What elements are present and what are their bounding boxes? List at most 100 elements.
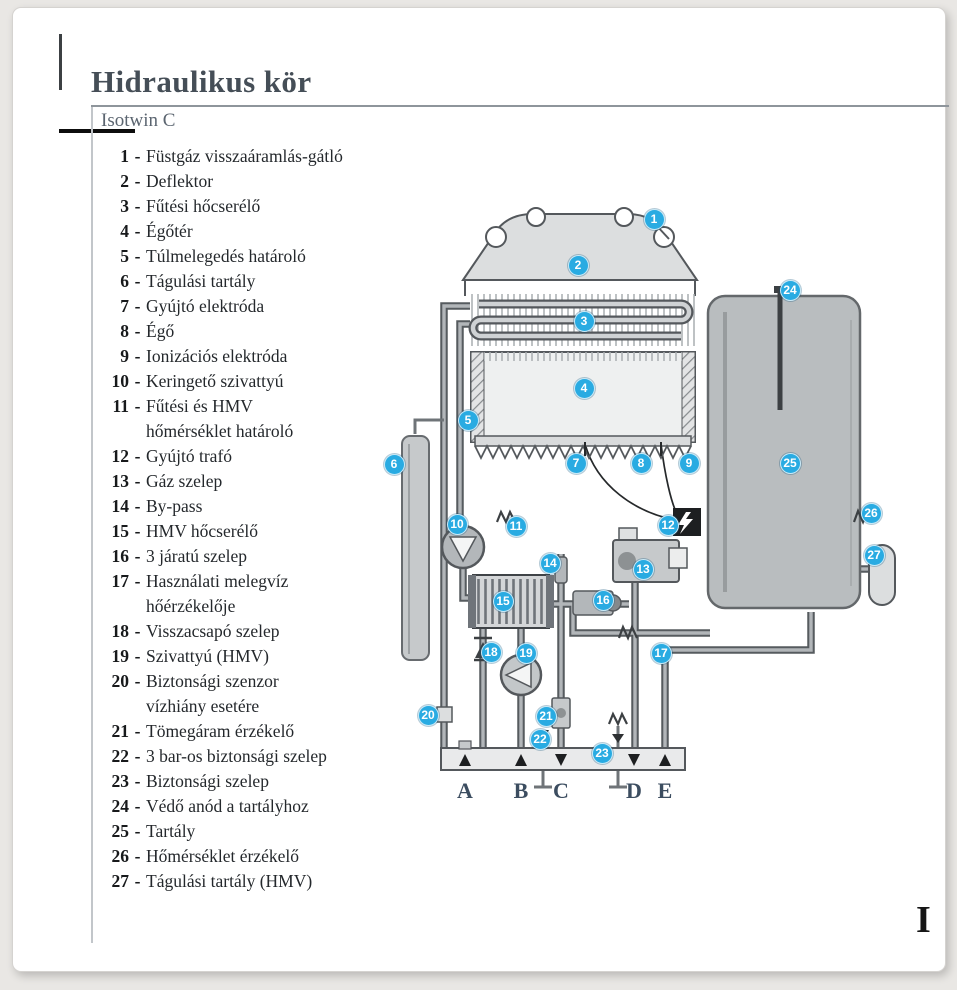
legend-dash: - xyxy=(134,471,141,491)
legend-item-number: 17 xyxy=(111,571,130,591)
legend-item-label: Tágulási tartály xyxy=(146,271,256,291)
legend-dash: - xyxy=(134,171,141,191)
legend-item-label: By-pass xyxy=(146,496,203,516)
legend-item-number: 19 xyxy=(111,646,130,666)
footer-mark: I xyxy=(916,899,931,941)
combustion-chamber xyxy=(470,351,696,443)
legend-item: 16-3 járatú szelep xyxy=(99,544,343,569)
legend-dash: - xyxy=(134,321,141,341)
legend-item-label: Tágulási tartály (HMV) xyxy=(146,871,313,891)
legend-dash: - xyxy=(134,571,141,591)
legend-item-label: Gáz szelep xyxy=(146,471,223,491)
section-bar xyxy=(59,129,135,133)
legend-item-number: 24 xyxy=(111,796,130,816)
legend-item-number: 11 xyxy=(112,396,129,416)
legend-dash: - xyxy=(134,821,141,841)
legend-item-number: 9 xyxy=(120,346,129,366)
legend-item-label: HMV hőcserélő xyxy=(146,521,258,541)
gas-valve xyxy=(612,527,688,583)
legend-item: 9-Ionizációs elektróda xyxy=(99,344,343,369)
legend-item: 27-Tágulási tartály (HMV) xyxy=(99,869,343,894)
legend-item: 25-Tartály xyxy=(99,819,343,844)
legend-dash: - xyxy=(134,446,141,466)
legend-item-number: 22 xyxy=(111,746,130,766)
flow-sensor xyxy=(551,697,571,729)
legend-dash: - xyxy=(134,371,141,391)
legend-item: 26-Hőmérséklet érzékelő xyxy=(99,844,343,869)
legend-item-label-line2: hőérzékelője xyxy=(146,596,236,616)
dhw-temp-sensor-coil xyxy=(617,624,639,641)
legend-item-label: Túlmelegedés határoló xyxy=(146,246,306,266)
page-title: Hidraulikus kör xyxy=(91,64,312,99)
diagram-svg xyxy=(401,207,896,789)
legend-item-label: Deflektor xyxy=(146,171,214,191)
legend-item-number: 12 xyxy=(111,446,130,466)
legend-item-number: 20 xyxy=(111,671,130,691)
legend-item-label: Biztonsági szelep xyxy=(146,771,269,791)
legend-item-number: 27 xyxy=(111,871,130,891)
legend-dash: - xyxy=(134,671,141,691)
legend-dash: - xyxy=(134,221,141,241)
legend-item: 19-Szivattyú (HMV) xyxy=(99,644,343,669)
legend-item-number: 5 xyxy=(120,246,129,266)
legend-item: 24-Védő anód a tartályhoz xyxy=(99,794,343,819)
burner xyxy=(474,435,692,461)
legend-item-number: 6 xyxy=(120,271,129,291)
heating-heat-exchanger xyxy=(468,294,697,346)
legend-item-label: Fűtési és HMV xyxy=(146,396,253,416)
legend-item-label: Ionizációs elektróda xyxy=(146,346,288,366)
legend-item: 14-By-pass xyxy=(99,494,343,519)
legend-item-label: Használati melegvíz xyxy=(146,571,289,591)
legend-item: 1-Füstgáz visszaáramlás-gátló xyxy=(99,144,343,169)
legend-item-label: Szivattyú (HMV) xyxy=(146,646,269,666)
safety-valve xyxy=(607,711,628,743)
legend-item-label: Visszacsapó szelep xyxy=(146,621,280,641)
legend-item: 6-Tágulási tartály xyxy=(99,269,343,294)
legend-item: 13-Gáz szelep xyxy=(99,469,343,494)
legend-item-label: Füstgáz visszaáramlás-gátló xyxy=(146,146,343,166)
legend-dash: - xyxy=(134,871,141,891)
ignition-transformer xyxy=(673,508,701,536)
legend-item-label: Tömegáram érzékelő xyxy=(146,721,295,741)
legend-item-label: 3 járatú szelep xyxy=(146,546,248,566)
legend-dash: - xyxy=(134,846,141,866)
legend-item-number: 15 xyxy=(111,521,130,541)
legend-item-number: 21 xyxy=(111,721,130,741)
legend-item-number: 13 xyxy=(111,471,130,491)
legend-dash: - xyxy=(134,146,141,166)
corner-tick xyxy=(59,34,62,90)
legend-item-label: Védő anód a tartályhoz xyxy=(146,796,309,816)
legend-dash: - xyxy=(134,546,141,566)
legend-item-number: 3 xyxy=(120,196,129,216)
dhw-expansion-vessel xyxy=(868,544,896,606)
legend-item: 4-Égőtér xyxy=(99,219,343,244)
legend-dash: - xyxy=(134,796,141,816)
heating-expansion-vessel xyxy=(401,435,430,661)
legend-item: 22-3 bar-os biztonsági szelep xyxy=(99,744,343,769)
legend-dash: - xyxy=(134,496,141,516)
legend-item-label: Égőtér xyxy=(146,221,193,241)
legend-item-continuation: vízhiány esetére xyxy=(99,694,343,719)
legend-item-label: Égő xyxy=(146,321,175,341)
legend-item-label: 3 bar-os biztonsági szelep xyxy=(146,746,327,766)
legend-item-number: 14 xyxy=(111,496,130,516)
legend-item-label: Keringető szivattyú xyxy=(146,371,284,391)
dhw-heat-exchanger xyxy=(468,574,554,629)
legend-item-number: 7 xyxy=(120,296,129,316)
legend-dash: - xyxy=(134,196,141,216)
legend-item: 7-Gyújtó elektróda xyxy=(99,294,343,319)
legend-item: 18-Visszacsapó szelep xyxy=(99,619,343,644)
legend-dash: - xyxy=(134,771,141,791)
legend-item: 17-Használati melegvíz xyxy=(99,569,343,594)
content-left-rule xyxy=(91,107,93,943)
legend-item: 20-Biztonsági szenzor xyxy=(99,669,343,694)
legend-item-label: Hőmérséklet érzékelő xyxy=(146,846,300,866)
legend-item-number: 23 xyxy=(111,771,130,791)
water-shortage-sensor xyxy=(436,706,453,723)
legend-dash: - xyxy=(134,521,141,541)
heating-pump xyxy=(440,524,486,570)
legend-item-number: 18 xyxy=(111,621,130,641)
legend-item-number: 8 xyxy=(120,321,129,341)
legend-dash: - xyxy=(134,721,141,741)
